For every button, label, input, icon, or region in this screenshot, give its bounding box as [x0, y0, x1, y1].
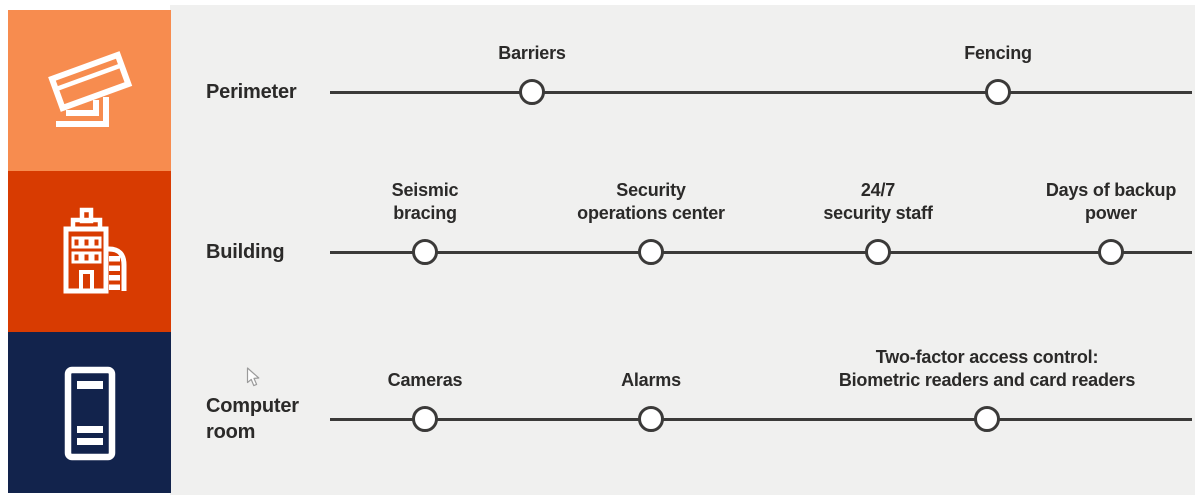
timeline-node-dot: [1098, 239, 1124, 265]
timeline-node-dot: [638, 406, 664, 432]
timeline-computer-room: [330, 417, 1192, 421]
timeline-node-dot: [638, 239, 664, 265]
timeline-node-label: Fencing: [964, 42, 1032, 63]
mouse-cursor-icon: [246, 367, 260, 387]
timeline-node-label: Cameras: [387, 369, 463, 390]
row-label-building: Building: [206, 241, 285, 263]
timeline-node-label: Security operations center: [577, 179, 725, 223]
timeline-node-dot: [412, 406, 438, 432]
timeline-node-dot: [519, 79, 545, 105]
content-panel: [170, 5, 1195, 495]
server-rack-icon: [64, 366, 115, 460]
timeline-node-label: Seismic bracing: [391, 179, 459, 223]
timeline-node-label: Alarms: [621, 369, 681, 390]
row-label-perimeter: Perimeter: [206, 81, 297, 103]
timeline-node-label: 24/7 security staff: [823, 179, 933, 223]
computer-room-icon-tile: [8, 332, 171, 493]
timeline-perimeter: [330, 90, 1192, 94]
timeline-node-label: Two-factor access control: Biometric rea…: [838, 346, 1136, 390]
timeline-node-label: Days of backup power: [1045, 179, 1177, 223]
timeline-node-label: Barriers: [498, 42, 566, 63]
timeline-node-dot: [412, 239, 438, 265]
building-icon: [63, 207, 126, 293]
timeline-node-dot: [974, 406, 1000, 432]
row-label-computer-room: Computer room: [206, 395, 299, 443]
timeline-node-dot: [865, 239, 891, 265]
security-camera-icon: [47, 50, 132, 127]
building-icon-tile: [8, 171, 171, 332]
timeline-node-dot: [985, 79, 1011, 105]
timeline-building: [330, 250, 1192, 254]
perimeter-icon-tile: [8, 10, 171, 171]
